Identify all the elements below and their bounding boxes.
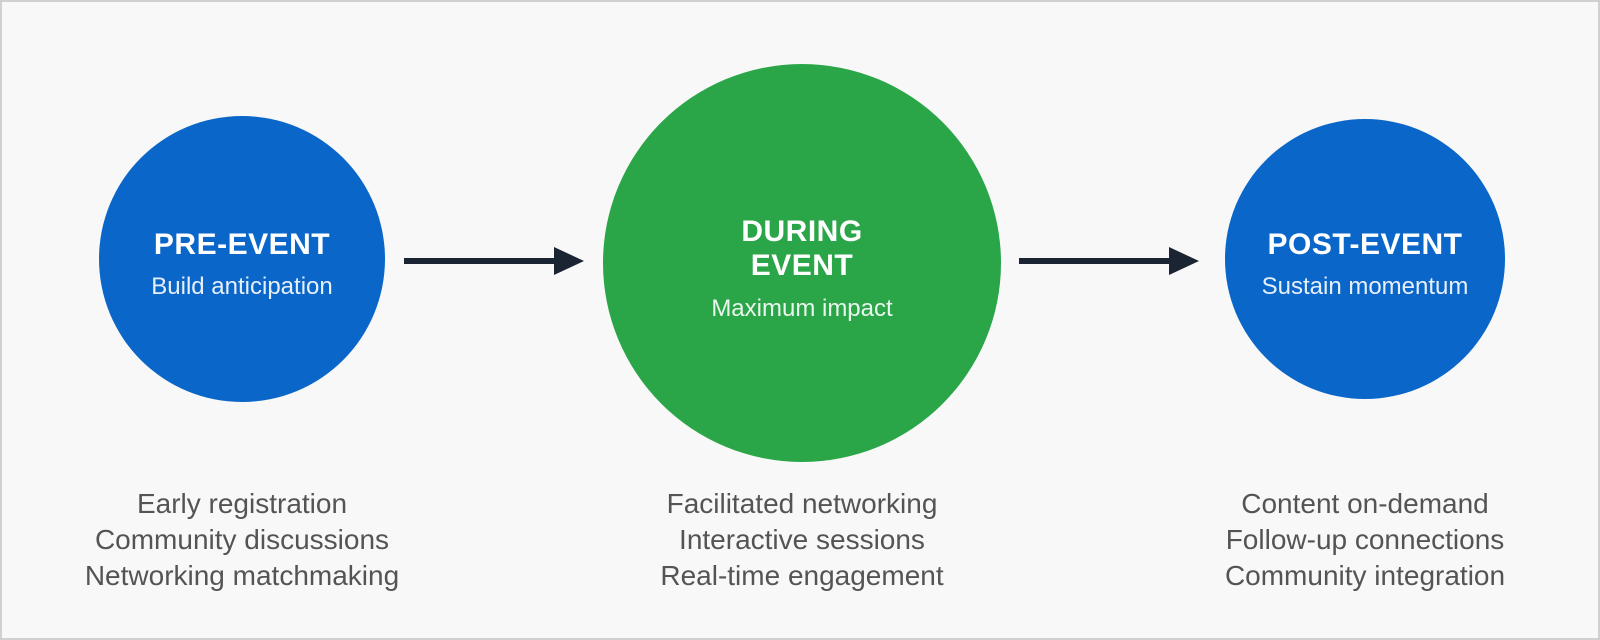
list-item: Early registration xyxy=(136,488,348,519)
list-item: Community discussions xyxy=(94,524,390,555)
arrow-right-icon xyxy=(404,247,584,275)
pre-event-title: PRE-EVENT xyxy=(153,227,331,261)
list-item: Community integration xyxy=(1224,560,1506,591)
arrow-head xyxy=(554,247,584,275)
during-event-title: DURING EVENT xyxy=(741,214,863,283)
pre-event-item-list: Early registration Community discussions… xyxy=(32,486,452,594)
pre-event-circle: PRE-EVENT Build anticipation xyxy=(99,116,385,402)
during-event-circle: DURING EVENT Maximum impact xyxy=(603,64,1001,462)
post-event-item-list: Content on-demand Follow-up connections … xyxy=(1155,486,1575,594)
list-item: Follow-up connections xyxy=(1225,524,1505,555)
arrow-right-icon xyxy=(1019,247,1199,275)
list-item: Content on-demand xyxy=(1241,488,1489,519)
pre-event-subtitle: Build anticipation xyxy=(151,273,333,301)
arrow-head xyxy=(1169,247,1199,275)
list-item: Real-time engagement xyxy=(660,560,944,591)
list-item: Networking matchmaking xyxy=(84,560,400,591)
list-item: Facilitated networking xyxy=(666,488,938,519)
during-event-item-list: Facilitated networking Interactive sessi… xyxy=(592,486,1012,594)
post-event-circle: POST-EVENT Sustain momentum xyxy=(1225,119,1505,399)
post-event-title: POST-EVENT xyxy=(1267,227,1463,261)
list-item: Interactive sessions xyxy=(679,524,925,555)
post-event-subtitle: Sustain momentum xyxy=(1261,273,1469,301)
during-event-subtitle: Maximum impact xyxy=(711,294,893,322)
